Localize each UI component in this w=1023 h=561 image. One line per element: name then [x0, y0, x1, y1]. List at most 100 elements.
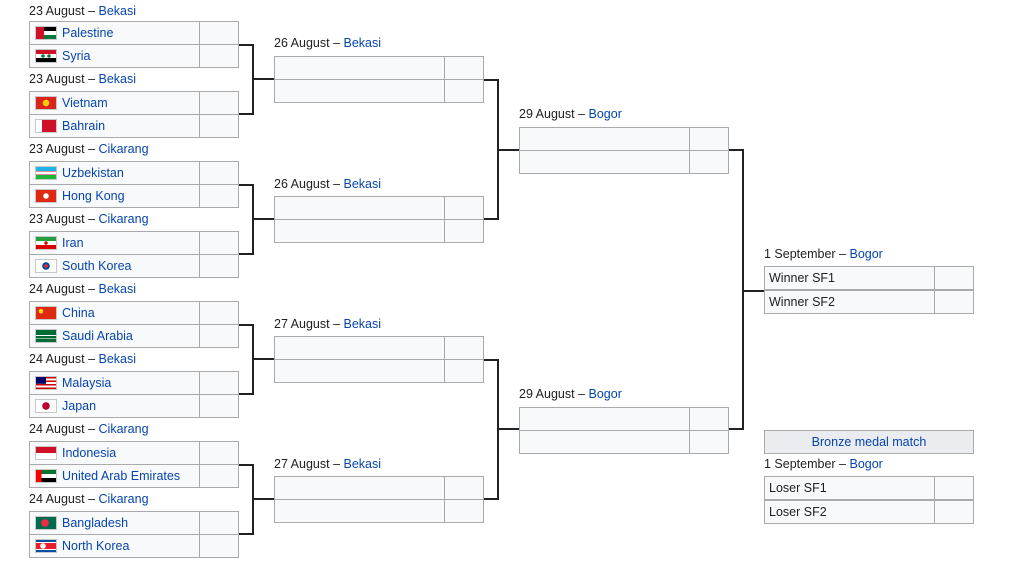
team-cell: Vietnam: [29, 91, 200, 115]
connector-line: [239, 464, 253, 466]
venue-link[interactable]: Bekasi: [343, 317, 382, 331]
team-label: Loser SF1: [769, 481, 827, 495]
connector-line: [484, 359, 498, 361]
score-cell: [444, 79, 484, 103]
team-link[interactable]: Malaysia: [62, 376, 112, 390]
venue-link[interactable]: Cikarang: [98, 422, 149, 436]
team-link[interactable]: China: [62, 306, 95, 320]
match-header: 24 August – Bekasi: [29, 282, 137, 296]
venue-link[interactable]: Cikarang: [98, 212, 149, 226]
venue-link[interactable]: Bekasi: [343, 177, 382, 191]
score-cell: [199, 534, 239, 558]
connector-line: [239, 113, 253, 115]
match-date: 1 September: [764, 247, 836, 261]
score-cell: [689, 407, 729, 431]
score-cell: [934, 476, 974, 500]
connector-line: [497, 428, 519, 430]
score-cell: [199, 301, 239, 325]
team-cell: Malaysia: [29, 371, 200, 395]
team-link[interactable]: North Korea: [62, 539, 130, 553]
match-date: 27 August: [274, 457, 330, 471]
venue-link[interactable]: Cikarang: [98, 492, 149, 506]
team-link[interactable]: Saudi Arabia: [62, 329, 133, 343]
venue-link[interactable]: Bogor: [849, 457, 883, 471]
connector-line: [484, 79, 498, 81]
match-header: 23 August – Bekasi: [29, 4, 137, 18]
venue-link[interactable]: Bekasi: [343, 36, 382, 50]
team-link[interactable]: Iran: [62, 236, 84, 250]
team-cell: Loser SF1: [764, 476, 935, 500]
score-cell: [199, 91, 239, 115]
team-link[interactable]: South Korea: [62, 259, 132, 273]
connector-line: [239, 44, 253, 46]
syria-flag-icon: [35, 49, 57, 63]
venue-link[interactable]: Bogor: [588, 387, 622, 401]
score-cell: [444, 219, 484, 243]
match-date: 26 August: [274, 177, 330, 191]
match-header: 29 August – Bogor: [519, 387, 622, 401]
team-label: Winner SF1: [769, 271, 835, 285]
team-link[interactable]: Indonesia: [62, 446, 117, 460]
score-cell: [689, 127, 729, 151]
team-cell: Indonesia: [29, 441, 200, 465]
team-cell: Uzbekistan: [29, 161, 200, 185]
indonesia-flag-icon: [35, 446, 57, 460]
team-cell: [274, 196, 445, 220]
palestine-flag-icon: [35, 26, 57, 40]
score-cell: [934, 266, 974, 290]
match-header: 29 August – Bogor: [519, 107, 622, 121]
uae-flag-icon: [35, 469, 57, 483]
match-date: 1 September: [764, 457, 836, 471]
team-link[interactable]: Bangladesh: [62, 516, 129, 530]
venue-link[interactable]: Bekasi: [98, 282, 137, 296]
score-cell: [199, 371, 239, 395]
team-cell: United Arab Emirates: [29, 464, 200, 488]
team-cell: [519, 407, 690, 431]
score-cell: [444, 359, 484, 383]
score-cell: [199, 231, 239, 255]
bronze-medal-match-link[interactable]: Bronze medal match: [764, 430, 974, 454]
connector-line: [252, 358, 274, 360]
team-link[interactable]: Palestine: [62, 26, 114, 40]
score-cell: [199, 464, 239, 488]
team-cell: [274, 499, 445, 523]
venue-link[interactable]: Cikarang: [98, 142, 149, 156]
score-cell: [199, 44, 239, 68]
score-cell: [199, 441, 239, 465]
north-korea-flag-icon: [35, 539, 57, 553]
team-link[interactable]: Japan: [62, 399, 97, 413]
malaysia-flag-icon: [35, 376, 57, 390]
team-link[interactable]: Syria: [62, 49, 91, 63]
connector-line: [252, 78, 274, 80]
match-header: 24 August – Bekasi: [29, 352, 137, 366]
team-link[interactable]: Hong Kong: [62, 189, 125, 203]
venue-link[interactable]: Bekasi: [98, 72, 137, 86]
hong-kong-flag-icon: [35, 189, 57, 203]
team-cell: Japan: [29, 394, 200, 418]
bahrain-flag-icon: [35, 119, 57, 133]
team-link[interactable]: United Arab Emirates: [62, 469, 181, 483]
connector-line: [484, 498, 498, 500]
connector-line: [252, 498, 274, 500]
score-cell: [199, 21, 239, 45]
match-header: 23 August – Bekasi: [29, 72, 137, 86]
connector-line: [742, 290, 764, 292]
match-header: 27 August – Bekasi: [274, 457, 382, 471]
venue-link[interactable]: Bogor: [849, 247, 883, 261]
team-cell: South Korea: [29, 254, 200, 278]
iran-flag-icon: [35, 236, 57, 250]
team-link[interactable]: Uzbekistan: [62, 166, 124, 180]
score-cell: [199, 394, 239, 418]
team-link[interactable]: Vietnam: [62, 96, 108, 110]
connector-line: [729, 149, 743, 151]
team-cell: Loser SF2: [764, 500, 935, 524]
venue-link[interactable]: Bekasi: [98, 4, 137, 18]
venue-link[interactable]: Bekasi: [98, 352, 137, 366]
team-cell: Winner SF1: [764, 266, 935, 290]
venue-link[interactable]: Bogor: [588, 107, 622, 121]
match-date: 27 August: [274, 317, 330, 331]
team-link[interactable]: Bahrain: [62, 119, 106, 133]
team-cell: [519, 127, 690, 151]
connector-line: [484, 218, 498, 220]
venue-link[interactable]: Bekasi: [343, 457, 382, 471]
